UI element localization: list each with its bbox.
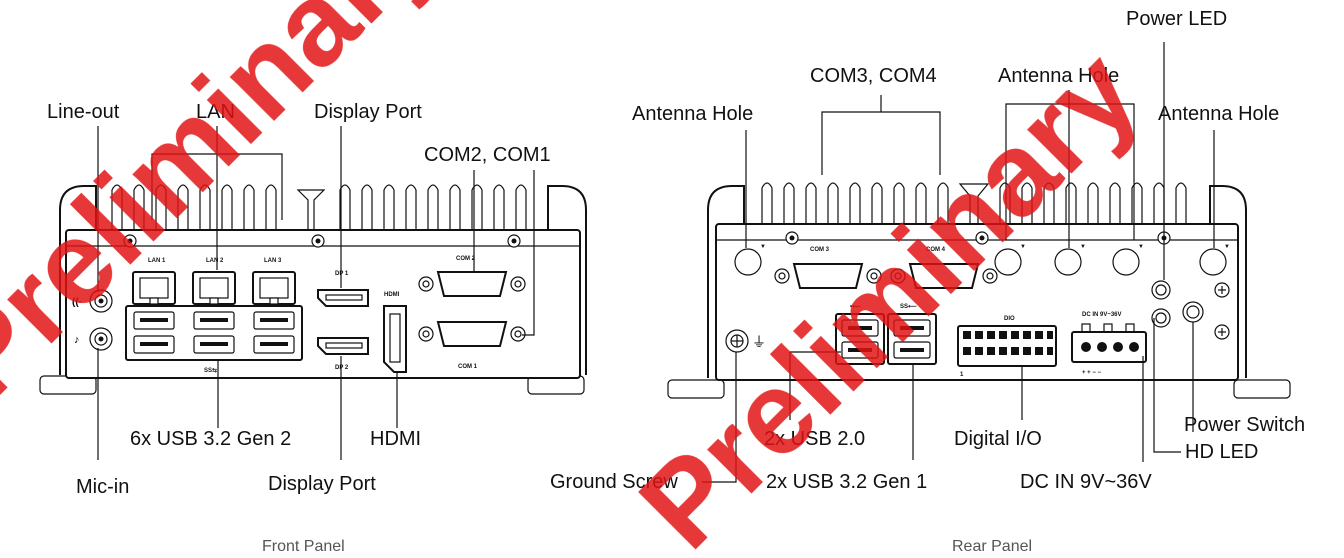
svg-text:▼: ▼	[1224, 244, 1230, 250]
power-switch	[1182, 301, 1204, 323]
label-antenna-hole-middle: Antenna Hole	[998, 65, 1119, 87]
label-power-switch: Power Switch	[1184, 414, 1305, 436]
front-panel: ((· ♪ LAN 1 LAN 2 LAN 3	[39, 184, 587, 395]
front-heatsink-fins	[111, 184, 527, 231]
line-out-jack: ((·	[72, 289, 113, 313]
lan-ports: LAN 1 LAN 2 LAN 3	[132, 258, 296, 305]
label-hdmi: HDMI	[370, 428, 421, 450]
label-ground-screw: Ground Screw	[550, 471, 678, 493]
svg-text:LAN 3: LAN 3	[264, 258, 282, 264]
front-usb-ports: SS⇆	[125, 305, 303, 374]
front-com-ports: COM 2 COM 1	[418, 256, 526, 370]
svg-text:▼: ▼	[1080, 244, 1086, 250]
svg-text:COM 4: COM 4	[926, 247, 946, 253]
rear-leader-lines	[702, 42, 1215, 483]
label-digital-io: Digital I/O	[954, 428, 1042, 450]
antenna-holes: ▼ ▼ ▼ ▼ ▼	[734, 244, 1230, 276]
svg-text:⏚: ⏚	[752, 334, 766, 350]
label-usb-32-gen1: 2x USB 3.2 Gen 1	[766, 471, 927, 493]
rear-heatsink-fins	[761, 182, 1187, 225]
svg-text:SS⟵: SS⟵	[900, 303, 917, 310]
svg-text:HDMI: HDMI	[384, 292, 400, 298]
rear-right-foot	[1233, 379, 1291, 399]
svg-text:♪: ♪	[74, 334, 80, 346]
rear-left-foot	[667, 379, 725, 399]
label-com3-com4: COM3, COM4	[810, 65, 937, 87]
caption-rear-panel: Rear Panel	[952, 538, 1032, 555]
label-hd-led: HD LED	[1185, 441, 1258, 463]
display-ports: DP 1 DP 2	[317, 271, 369, 371]
svg-text:+ + − −: + + − −	[1082, 370, 1102, 376]
rear-usb-32-ports: SS⟵	[887, 303, 937, 365]
caption-front-panel: Front Panel	[262, 538, 345, 555]
svg-text:DP 2: DP 2	[335, 365, 349, 371]
svg-text:LAN 1: LAN 1	[148, 258, 166, 264]
digital-io-connector: DIO 1	[957, 316, 1057, 378]
hd-led	[1151, 308, 1171, 328]
label-lan: LAN	[196, 101, 235, 123]
svg-text:COM 2: COM 2	[456, 256, 476, 262]
mic-in-jack: ♪	[74, 327, 113, 351]
label-display-port-bottom: Display Port	[268, 473, 376, 495]
svg-text:▼: ▼	[1020, 244, 1026, 250]
rear-labels: Power LED COM3, COM4 Antenna Hole Antenn…	[550, 8, 1305, 555]
label-antenna-hole-right: Antenna Hole	[1158, 103, 1279, 125]
label-dc-in: DC IN 9V~36V	[1020, 471, 1152, 493]
svg-text:DIO: DIO	[1004, 316, 1015, 322]
svg-text:COM 1: COM 1	[458, 364, 478, 370]
svg-text:•⟵: •⟵	[850, 303, 861, 310]
rear-panel: ▼ ▼ ▼ ▼ ▼ COM 3 COM 4 ⏚ •⟵	[667, 182, 1291, 399]
label-usb-front: 6x USB 3.2 Gen 2	[130, 428, 291, 450]
ground-screw: ⏚	[725, 329, 766, 353]
label-com2-com1: COM2, COM1	[424, 144, 551, 166]
label-antenna-hole-left: Antenna Hole	[632, 103, 753, 125]
front-panel-screws	[123, 234, 521, 248]
label-usb-20: 2x USB 2.0	[764, 428, 865, 450]
svg-text:DC IN 9V~36V: DC IN 9V~36V	[1082, 312, 1122, 318]
svg-text:SS⇆: SS⇆	[204, 366, 217, 374]
label-display-port-top: Display Port	[314, 101, 422, 123]
label-power-led: Power LED	[1126, 8, 1227, 30]
svg-text:((·: ((·	[72, 297, 82, 308]
rear-side-screws	[1214, 282, 1230, 340]
rear-usb-20-ports: •⟵	[835, 303, 885, 365]
svg-text:▼: ▼	[1138, 244, 1144, 250]
front-labels: Line-out LAN Display Port COM2, COM1 6x …	[47, 101, 551, 555]
svg-text:LAN 2: LAN 2	[206, 258, 224, 264]
rear-com-ports: COM 3 COM 4	[774, 247, 998, 289]
svg-text:▼: ▼	[760, 244, 766, 250]
power-led	[1151, 280, 1171, 300]
svg-text:COM 3: COM 3	[810, 247, 830, 253]
front-leader-lines	[97, 126, 535, 460]
label-line-out: Line-out	[47, 101, 120, 123]
svg-text:DP 1: DP 1	[335, 271, 349, 277]
svg-text:1: 1	[960, 372, 964, 378]
label-mic-in: Mic-in	[76, 476, 129, 498]
dc-in-connector: DC IN 9V~36V + + − −	[1071, 312, 1147, 376]
hdmi-port: HDMI	[383, 292, 407, 373]
